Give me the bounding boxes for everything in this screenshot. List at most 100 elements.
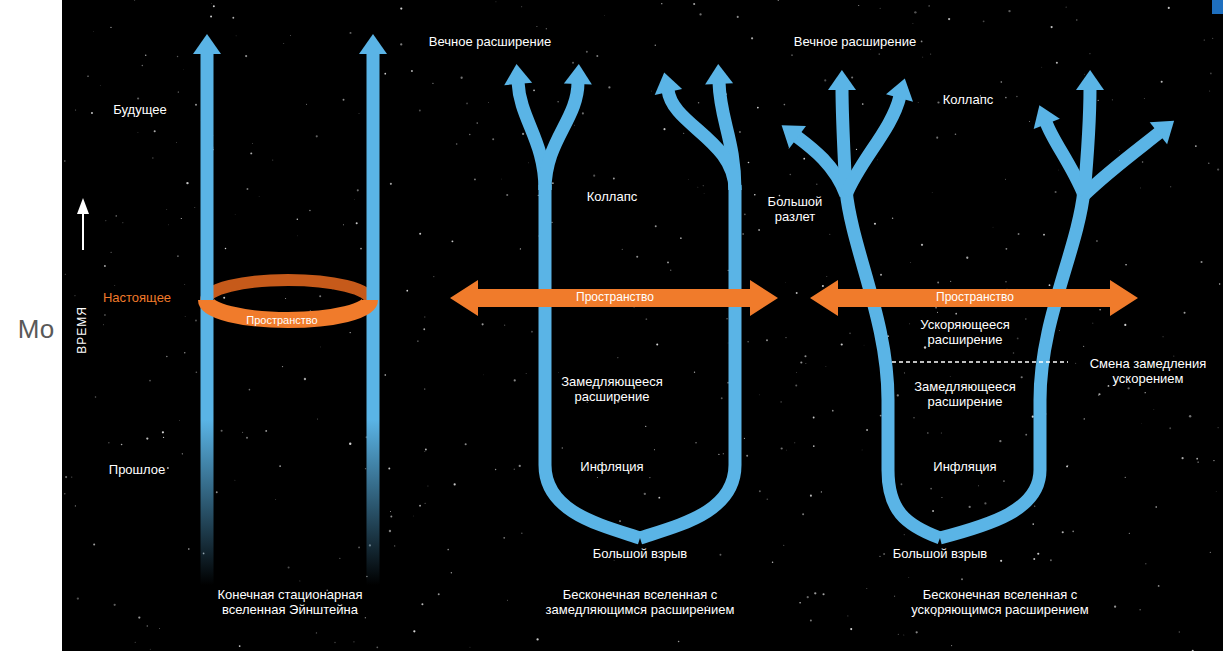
star <box>279 465 281 467</box>
star <box>984 502 986 504</box>
star <box>177 255 178 256</box>
star <box>349 443 351 445</box>
star <box>1099 309 1100 310</box>
star <box>421 603 423 605</box>
star <box>937 101 939 103</box>
star <box>316 135 318 137</box>
star <box>897 394 899 396</box>
star <box>390 511 391 512</box>
arrow-head <box>564 64 592 85</box>
star <box>194 206 196 208</box>
star <box>670 270 672 272</box>
star <box>687 179 689 181</box>
star <box>319 295 321 297</box>
star <box>883 553 885 555</box>
model-caption: Бесконечная вселенная с ускоряющимся рас… <box>885 588 1115 618</box>
star <box>826 276 828 278</box>
stage-label: Вечное расширение <box>780 35 930 50</box>
star <box>1201 261 1203 263</box>
star <box>694 371 695 372</box>
star <box>654 449 655 450</box>
star <box>742 233 744 235</box>
star <box>225 248 227 250</box>
star <box>1195 145 1197 147</box>
star <box>177 255 178 256</box>
arrow-head <box>1150 121 1174 144</box>
star <box>503 537 505 539</box>
star <box>1062 531 1064 533</box>
star <box>877 159 879 161</box>
star <box>492 138 494 140</box>
star <box>813 445 815 447</box>
star <box>931 192 933 194</box>
star <box>795 385 797 387</box>
star <box>358 112 360 114</box>
star <box>1050 559 1052 561</box>
star <box>1197 461 1199 463</box>
star <box>552 182 554 184</box>
star <box>1161 81 1163 83</box>
star <box>195 320 197 322</box>
star <box>1084 73 1086 75</box>
star <box>64 273 66 275</box>
star <box>258 196 260 198</box>
star <box>726 318 727 319</box>
star <box>661 3 662 4</box>
star <box>246 188 248 190</box>
universe-branch <box>846 190 940 538</box>
star <box>77 597 79 599</box>
star <box>593 175 595 177</box>
star <box>1129 533 1130 534</box>
star <box>572 62 574 64</box>
star <box>1162 336 1164 338</box>
star <box>794 442 795 443</box>
star <box>334 642 336 644</box>
time-line <box>201 52 214 585</box>
arrow-head <box>705 64 733 85</box>
star <box>950 281 951 282</box>
star <box>1141 422 1143 424</box>
star <box>424 450 426 452</box>
star <box>1179 631 1180 632</box>
star <box>1066 7 1067 8</box>
star <box>1169 427 1171 429</box>
star <box>384 374 386 376</box>
star <box>992 226 994 228</box>
star <box>1158 585 1160 587</box>
star <box>1025 318 1026 319</box>
star <box>1196 458 1198 460</box>
star <box>196 371 198 373</box>
star <box>678 641 680 643</box>
star <box>178 91 179 92</box>
star <box>447 549 449 551</box>
star <box>805 363 807 365</box>
star <box>64 493 65 494</box>
star <box>456 143 458 145</box>
arrow-head <box>193 34 221 54</box>
star <box>390 516 392 518</box>
star <box>863 344 865 346</box>
star <box>1219 283 1220 284</box>
star <box>1072 531 1074 533</box>
star <box>91 112 93 114</box>
star <box>1000 560 1002 562</box>
time-label: Прошлое <box>92 463 182 478</box>
star <box>800 361 802 363</box>
star <box>246 437 248 439</box>
star <box>788 148 790 150</box>
star <box>908 577 910 579</box>
star <box>142 65 144 67</box>
universe-branch <box>1084 88 1090 195</box>
star <box>1210 73 1212 75</box>
star <box>683 132 685 134</box>
star <box>781 447 783 449</box>
star <box>183 69 185 71</box>
star <box>645 426 646 427</box>
star <box>376 646 378 648</box>
star <box>778 0 779 1</box>
star <box>751 37 753 39</box>
space-ring-back <box>206 280 370 300</box>
star <box>476 122 478 124</box>
star <box>1084 418 1085 419</box>
star <box>758 394 760 396</box>
